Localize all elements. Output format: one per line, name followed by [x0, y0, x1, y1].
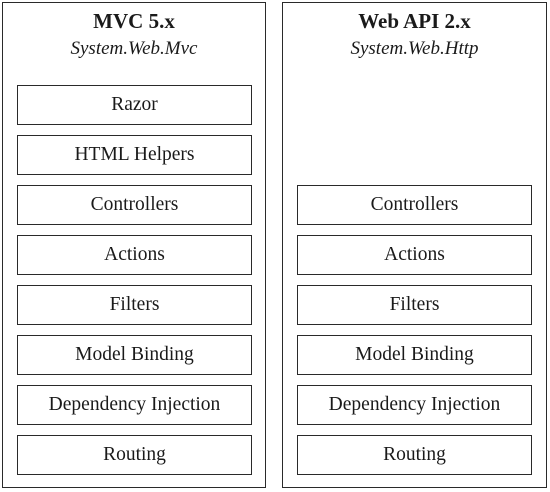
webapi-layer-actions: Actions	[297, 235, 532, 275]
webapi-layer-filters: Filters	[297, 285, 532, 325]
mvc-layer-stack: Razor HTML Helpers Controllers Actions F…	[17, 3, 252, 487]
mvc-namespace: System.Web.Mvc	[70, 38, 198, 59]
webapi-namespace: System.Web.Http	[350, 38, 479, 59]
webapi-layer-stack: Controllers Actions Filters Model Bindin…	[297, 3, 532, 487]
mvc-layer-razor: Razor	[17, 85, 252, 125]
mvc-layer-actions: Actions	[17, 235, 252, 275]
mvc-panel: MVC 5.x System.Web.Mvc Razor HTML Helper…	[2, 2, 266, 488]
mvc-layer-filters: Filters	[17, 285, 252, 325]
mvc-layer-controllers: Controllers	[17, 185, 252, 225]
mvc-title: MVC 5.x	[93, 9, 175, 33]
mvc-layer-model-binding: Model Binding	[17, 335, 252, 375]
mvc-layer-html-helpers: HTML Helpers	[17, 135, 252, 175]
webapi-layer-routing: Routing	[297, 435, 532, 475]
webapi-layer-dependency-injection: Dependency Injection	[297, 385, 532, 425]
webapi-title: Web API 2.x	[358, 9, 471, 33]
webapi-panel: Web API 2.x System.Web.Http Controllers …	[282, 2, 547, 488]
webapi-layer-model-binding: Model Binding	[297, 335, 532, 375]
mvc-layer-routing: Routing	[17, 435, 252, 475]
webapi-layer-controllers: Controllers	[297, 185, 532, 225]
mvc-layer-dependency-injection: Dependency Injection	[17, 385, 252, 425]
